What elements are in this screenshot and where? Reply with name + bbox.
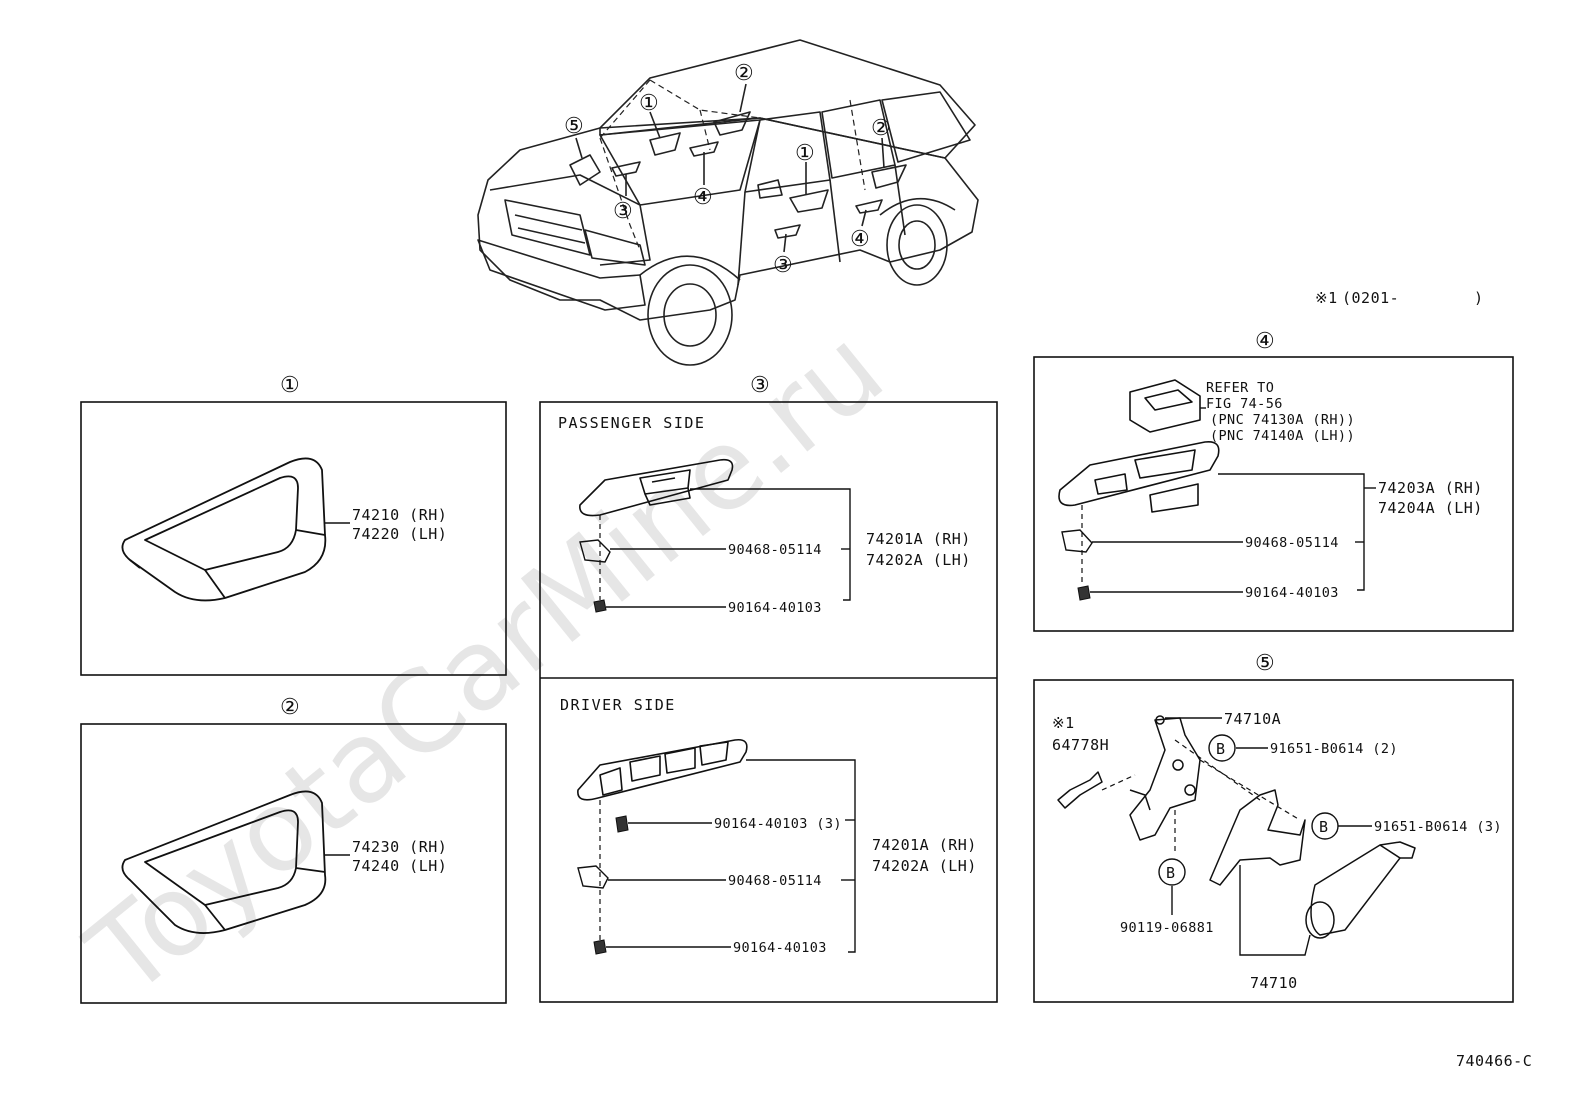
callout-1-door: ① — [795, 141, 815, 166]
door-handle-bezel-1 — [121, 457, 327, 602]
panel-4-part-90468: 90468-05114 — [1245, 535, 1339, 551]
panel-1-part-lh: 74220 (LH) — [352, 525, 447, 543]
panel-5-part-74710a: 74710A — [1224, 710, 1281, 728]
panel-5-dashed-guides — [1101, 739, 1301, 855]
panel-5-frame — [1033, 679, 1514, 1003]
panel-5-note-mark: ※1 — [1052, 714, 1075, 732]
panel-3-frame — [539, 401, 998, 1003]
panel-4-assy-rh: 74203A (RH) — [1378, 479, 1483, 497]
panel-1-frame — [80, 401, 507, 676]
panel-3-number: ③ — [750, 373, 770, 398]
callout-5: ⑤ — [564, 114, 584, 139]
panel-4-assy-lh: 74204A (LH) — [1378, 499, 1483, 517]
vehicle-callouts: ① ② ⑤ ③ ④ ① ② ③ ④ — [564, 61, 891, 278]
callout-4-front: ④ — [693, 185, 713, 210]
driver-assy-rh: 74201A (RH) — [872, 836, 977, 854]
b-marker-1 — [1208, 734, 1236, 762]
callout-4-door: ④ — [850, 227, 870, 252]
panel-4-refer-4: (PNC 74140A (LH)) — [1210, 428, 1355, 444]
panel-2-part-lh: 74240 (LH) — [352, 857, 447, 875]
passenger-side-header: PASSENGER SIDE — [558, 414, 705, 432]
passenger-switch-base — [579, 458, 734, 517]
panel-4-switch — [1058, 379, 1220, 513]
panel-2-frame — [80, 723, 507, 1004]
panel-5-part-91651-3: 91651-B0614 (3) — [1374, 819, 1502, 835]
panel-4-refer-1: REFER TO — [1206, 380, 1274, 396]
panel-4-refer-2: FIG 74-56 — [1206, 396, 1283, 412]
callout-1-roof: ① — [639, 91, 659, 116]
panel-5-part-74710: 74710 — [1250, 974, 1298, 992]
panel-4-part-90164: 90164-40103 — [1245, 585, 1339, 601]
vehicle-illustration — [477, 39, 979, 366]
callout-2-roof: ② — [734, 61, 754, 86]
diagram-id: 740466-C — [1456, 1052, 1532, 1070]
note-mark: ※1 — [1315, 289, 1338, 307]
callout-3-door: ③ — [773, 253, 793, 278]
panel-4-frame — [1033, 356, 1514, 632]
b-marker-2-label: B — [1319, 818, 1329, 836]
driver-part-90164: 90164-40103 — [733, 940, 827, 956]
passenger-assy-rh: 74201A (RH) — [866, 530, 971, 548]
callout-2-door: ② — [871, 116, 891, 141]
door-handle-bezel-2 — [121, 790, 327, 934]
b-marker-1-label: B — [1216, 740, 1226, 758]
panel-4-refer-3: (PNC 74130A (RH)) — [1210, 412, 1355, 428]
callout-3-front: ③ — [613, 199, 633, 224]
watermark: ToyotaCarMine.ru — [64, 304, 907, 1021]
panel-2-part-rh: 74230 (RH) — [352, 838, 447, 856]
b-marker-3-label: B — [1166, 864, 1176, 882]
driver-part-90468: 90468-05114 — [728, 873, 822, 889]
panel-4-number: ④ — [1255, 329, 1275, 354]
passenger-assy-lh: 74202A (LH) — [866, 551, 971, 569]
driver-leaders — [606, 759, 856, 953]
driver-side-header: DRIVER SIDE — [560, 696, 676, 714]
passenger-part-90468: 90468-05114 — [728, 542, 822, 558]
panel-5-number: ⑤ — [1255, 651, 1275, 676]
panel-1-part-rh: 74210 (RH) — [352, 506, 447, 524]
b-marker-2 — [1311, 812, 1339, 840]
panel-2-number: ② — [280, 695, 300, 720]
panel-1-number: ① — [280, 373, 300, 398]
panel-5-part-64778h: 64778H — [1052, 736, 1109, 754]
driver-part-90164-3: 90164-40103 (3) — [714, 816, 842, 832]
panel-5-bracket — [1057, 715, 1416, 939]
driver-switch-base — [577, 738, 748, 801]
panel-5-part-90119: 90119-06881 — [1120, 920, 1214, 936]
b-marker-3 — [1158, 858, 1186, 886]
passenger-part-90164: 90164-40103 — [728, 600, 822, 616]
note-close: ) — [1474, 289, 1484, 307]
panel-5-leaders — [1165, 717, 1372, 956]
panel-5-part-91651-2: 91651-B0614 (2) — [1270, 741, 1398, 757]
driver-assy-lh: 74202A (LH) — [872, 857, 977, 875]
passenger-leaders — [606, 488, 851, 608]
note-range: (0201- — [1342, 289, 1399, 307]
panel-4-leaders — [1090, 407, 1376, 593]
